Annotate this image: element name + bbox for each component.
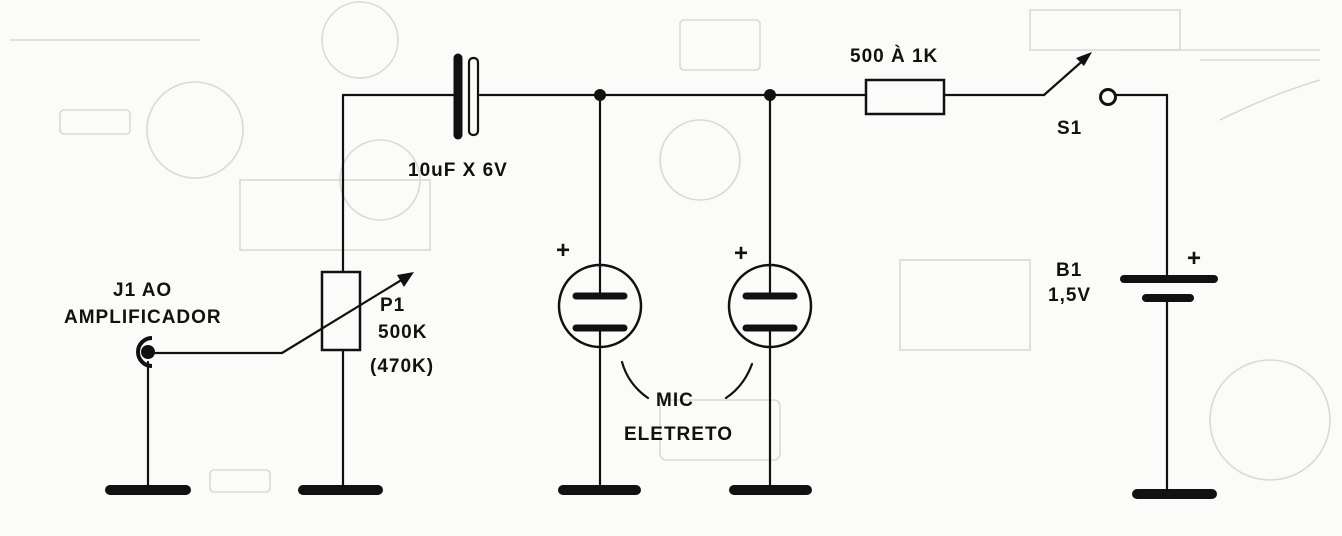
battery-name: B1: [1056, 260, 1082, 281]
battery-value: 1,5V: [1048, 285, 1091, 306]
pot-name: P1: [380, 295, 405, 316]
capacitor-10uf: [453, 53, 480, 140]
switch-s1: [1042, 52, 1117, 106]
audio-jack-j1: [105, 336, 284, 495]
background-bleed-through: [10, 1, 1331, 493]
mic-label-line1: MIC: [656, 390, 694, 411]
electret-mic-2: [727, 93, 813, 495]
jack-label-line1: J1 AO: [113, 280, 172, 301]
mic1-plus-sign: +: [556, 237, 570, 264]
mic-label-line2: ELETRETO: [624, 424, 733, 445]
resistor-500-1k: [864, 78, 946, 116]
electret-mic-1: [557, 93, 643, 495]
switch-label: S1: [1057, 118, 1082, 139]
resistor-label: 500 À 1K: [850, 45, 938, 67]
battery-b1: [1120, 275, 1218, 499]
jack-label-line2: AMPLIFICADOR: [64, 307, 222, 328]
mic-label-leader-1: [620, 360, 650, 400]
mic2-plus-sign: +: [734, 240, 748, 267]
capacitor-label: 10uF X 6V: [408, 160, 508, 181]
battery-plus-sign: +: [1187, 245, 1201, 272]
pot-value: 500K: [378, 322, 427, 343]
mic-label-leader-2: [724, 362, 754, 400]
pot-alt-value: (470K): [370, 356, 434, 377]
potentiometer-p1: [280, 270, 414, 495]
